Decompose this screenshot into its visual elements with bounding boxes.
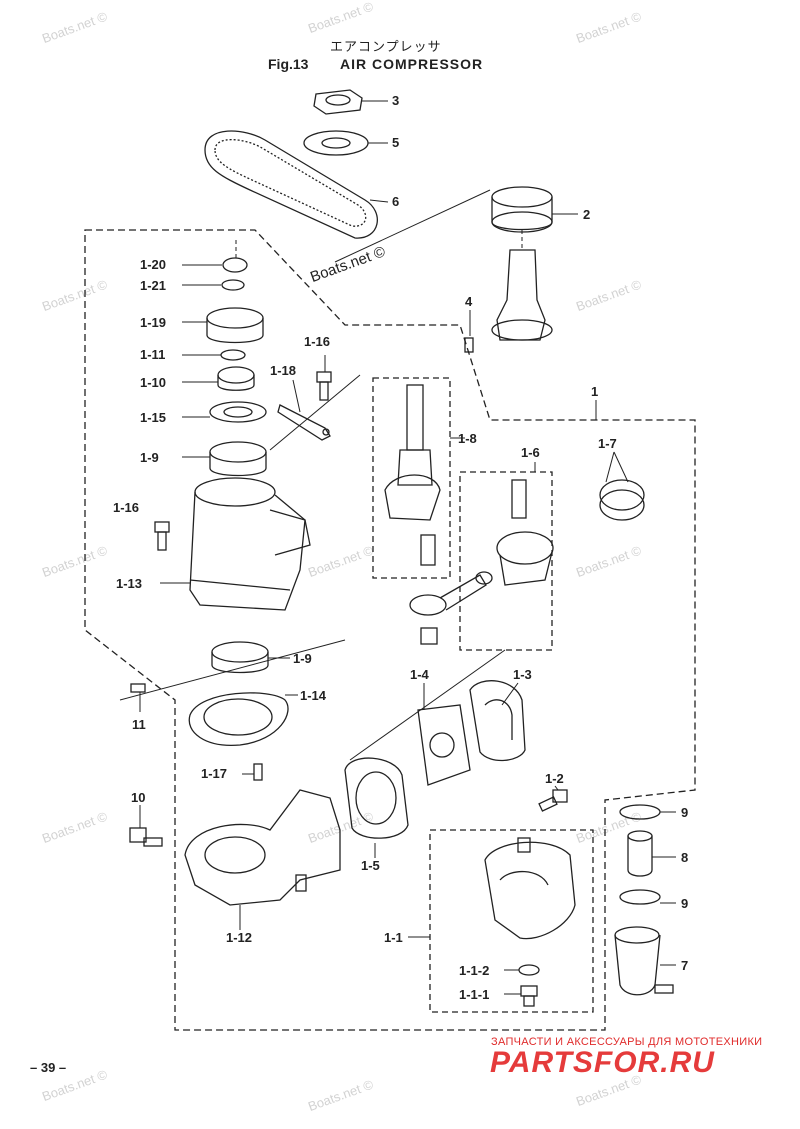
part-11-pin bbox=[130, 683, 146, 693]
part-label: 1-1-2 bbox=[459, 963, 490, 978]
part-9-clip-upper bbox=[619, 804, 661, 820]
part-1-2-bolt bbox=[538, 789, 568, 812]
part-label: 1-16 bbox=[304, 334, 331, 349]
subassembly-box-1-8 bbox=[372, 377, 451, 579]
part-5-washer bbox=[303, 130, 369, 156]
part-label: 10 bbox=[131, 790, 146, 805]
part-1-14-gasket bbox=[188, 692, 289, 746]
part-label: 1-1-1 bbox=[459, 987, 490, 1002]
part-1-1-cover bbox=[484, 837, 576, 940]
part-1-1-1-screw bbox=[520, 985, 538, 1007]
part-label: 1-2 bbox=[545, 771, 564, 786]
part-6-belt bbox=[204, 130, 378, 239]
part-1-12-cylinder-head bbox=[184, 789, 341, 906]
part-label: 9 bbox=[681, 896, 689, 911]
part-1-13-crankcase bbox=[189, 477, 311, 611]
part-label: 1-15 bbox=[140, 410, 167, 425]
part-7-filter bbox=[614, 926, 674, 996]
part-1-10-collar bbox=[217, 366, 255, 391]
part-1-16-bolt-upper bbox=[316, 371, 332, 401]
part-4-key bbox=[464, 337, 474, 353]
part-8-tube bbox=[627, 830, 653, 877]
part-1-18-plate bbox=[277, 404, 331, 441]
part-1-15-seal bbox=[209, 401, 267, 423]
part-label: 1-9 bbox=[293, 651, 312, 666]
part-label: 6 bbox=[392, 194, 400, 209]
figure-title-japanese: エアコンプレッサ bbox=[330, 39, 442, 54]
part-label: 2 bbox=[583, 207, 591, 222]
part-label: 1-16 bbox=[113, 500, 140, 515]
figure-number: Fig.13 bbox=[268, 56, 309, 72]
part-1-7-rings bbox=[599, 479, 645, 521]
part-label: 1-14 bbox=[300, 688, 327, 703]
shop-tagline: ЗАПЧАСТИ И АКСЕССУАРЫ ДЛЯ МОТОТЕХНИКИ bbox=[491, 1036, 763, 1048]
drive-shaft bbox=[491, 249, 553, 341]
part-label: 1-8 bbox=[458, 431, 477, 446]
part-label: 1-18 bbox=[270, 363, 297, 378]
part-3-nut bbox=[313, 89, 363, 115]
part-label: 1-10 bbox=[140, 375, 167, 390]
part-label: 4 bbox=[465, 294, 473, 309]
subassembly-box-1-6 bbox=[459, 471, 553, 651]
part-label: 1-17 bbox=[201, 766, 228, 781]
part-1-21-washer bbox=[221, 279, 245, 291]
part-label: 11 bbox=[132, 717, 146, 732]
part-9-clip-lower bbox=[619, 889, 661, 905]
part-label: 3 bbox=[392, 93, 400, 108]
part-label: 1-19 bbox=[140, 315, 167, 330]
part-1-6-pin bbox=[511, 479, 527, 519]
part-1-16-bolt-left bbox=[154, 521, 170, 551]
part-label: 1-9 bbox=[140, 450, 159, 465]
part-label: 1-21 bbox=[140, 278, 167, 293]
part-10-fitting bbox=[129, 827, 163, 847]
piston bbox=[496, 531, 554, 586]
part-label: 1-4 bbox=[410, 667, 429, 682]
part-1-11-washer bbox=[220, 349, 246, 361]
part-label: 1-13 bbox=[116, 576, 143, 591]
part-1-17-pin bbox=[253, 763, 263, 781]
part-label: 1-11 bbox=[140, 347, 166, 362]
part-label: 1-12 bbox=[226, 930, 253, 945]
figure-title: AIR COMPRESSOR bbox=[340, 56, 484, 72]
part-1-4-valve-plate bbox=[417, 704, 471, 786]
part-1-20-nut bbox=[222, 257, 248, 273]
part-1-5-gasket bbox=[344, 757, 409, 839]
part-1-3-gasket bbox=[469, 680, 526, 762]
part-label: 8 bbox=[681, 850, 689, 865]
part-1-9-bearing-upper bbox=[209, 441, 267, 477]
part-1-9-bearing-lower bbox=[211, 641, 269, 674]
part-label: 1-20 bbox=[140, 257, 167, 272]
part-label: 1-7 bbox=[598, 436, 617, 451]
part-label: 5 bbox=[392, 135, 400, 150]
part-label: 1-5 bbox=[361, 858, 380, 873]
leader-lines bbox=[119, 100, 676, 995]
part-label: 1-3 bbox=[513, 667, 532, 682]
part-1-19-gear bbox=[206, 307, 264, 344]
part-label: 1-6 bbox=[521, 445, 540, 460]
connecting-rod bbox=[409, 571, 493, 645]
part-1-8-crankshaft bbox=[384, 384, 441, 566]
part-2-pulley bbox=[491, 186, 553, 233]
part-label: 9 bbox=[681, 805, 689, 820]
assembly-outline-1 bbox=[84, 229, 696, 1031]
part-label: 7 bbox=[681, 958, 689, 973]
part-label: 1 bbox=[591, 384, 599, 399]
shop-logo: PARTSFOR.RU bbox=[490, 1046, 715, 1079]
page-number: – 39 – bbox=[30, 1060, 67, 1075]
part-1-1-2-washer bbox=[518, 964, 540, 976]
subassembly-box-1-1 bbox=[429, 829, 594, 1013]
part-label: 1-1 bbox=[384, 930, 403, 945]
